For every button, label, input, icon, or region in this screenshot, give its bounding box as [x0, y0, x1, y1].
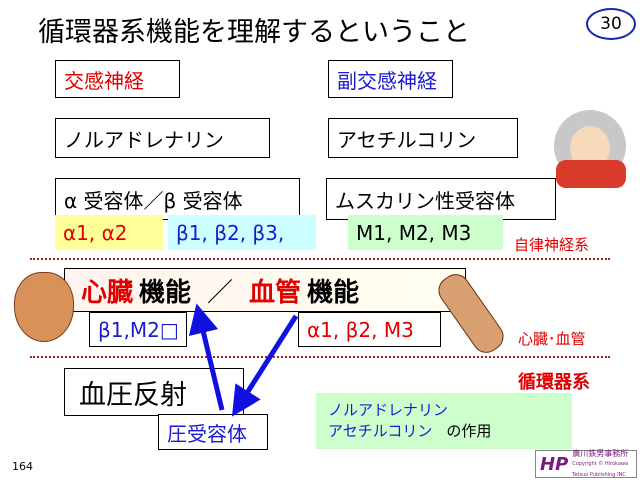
- noradrenaline-box: ノルアドレナリン: [55, 118, 270, 158]
- sympathetic-box: 交感神経: [55, 60, 180, 98]
- vessel-receptors-box: α1, β2, M3: [298, 312, 441, 347]
- vessel-label: 血管: [249, 277, 302, 308]
- divider-1: [30, 258, 610, 260]
- logo-mark: HP: [540, 453, 569, 475]
- action-line-2: アセチルコリン: [328, 422, 433, 440]
- function-banner: 心臓 機能 ／ 血管 機能: [64, 268, 466, 312]
- action-suffix: の作用: [446, 422, 492, 440]
- heart-label: 心臓: [81, 277, 134, 308]
- heart-receptors-box: β1,M2□: [89, 312, 187, 347]
- action-box: ノルアドレナリン アセチルコリンの作用: [316, 393, 572, 449]
- heart-vessel-label: 心臓･血管: [518, 330, 586, 348]
- circulatory-label: 循環器系: [518, 372, 590, 393]
- action-line-1: ノルアドレナリン: [328, 401, 449, 419]
- page-number: 164: [12, 460, 33, 473]
- function-label-2: 機能: [307, 277, 360, 308]
- function-label-1: 機能: [139, 277, 192, 308]
- slash: ／: [207, 277, 234, 308]
- autonomic-label: 自律神経系: [514, 236, 590, 254]
- arrow-down: [231, 314, 299, 417]
- slide-title: 循環器系機能を理解するということ: [38, 17, 470, 48]
- baroreflex-box: 血圧反射: [64, 368, 244, 416]
- heart-icon: [14, 272, 74, 342]
- alpha-beta-receptor-box: α 受容体／β 受容体: [55, 178, 300, 220]
- beta-subtypes: β1, β2, β3,: [168, 215, 316, 250]
- slide-number-badge: 30: [586, 8, 636, 40]
- muscarinic-receptor-box: ムスカリン性受容体: [326, 178, 556, 220]
- arrow-up: [188, 303, 225, 411]
- person-body: [556, 160, 626, 188]
- m-subtypes: M1, M2, M3: [348, 215, 503, 250]
- acetylcholine-box: アセチルコリン: [328, 118, 518, 158]
- baroreceptor-box: 圧受容体: [158, 414, 268, 450]
- divider-2: [30, 356, 610, 358]
- alpha-subtypes: α1, α2: [55, 215, 163, 250]
- parasympathetic-box: 副交感神経: [328, 60, 453, 98]
